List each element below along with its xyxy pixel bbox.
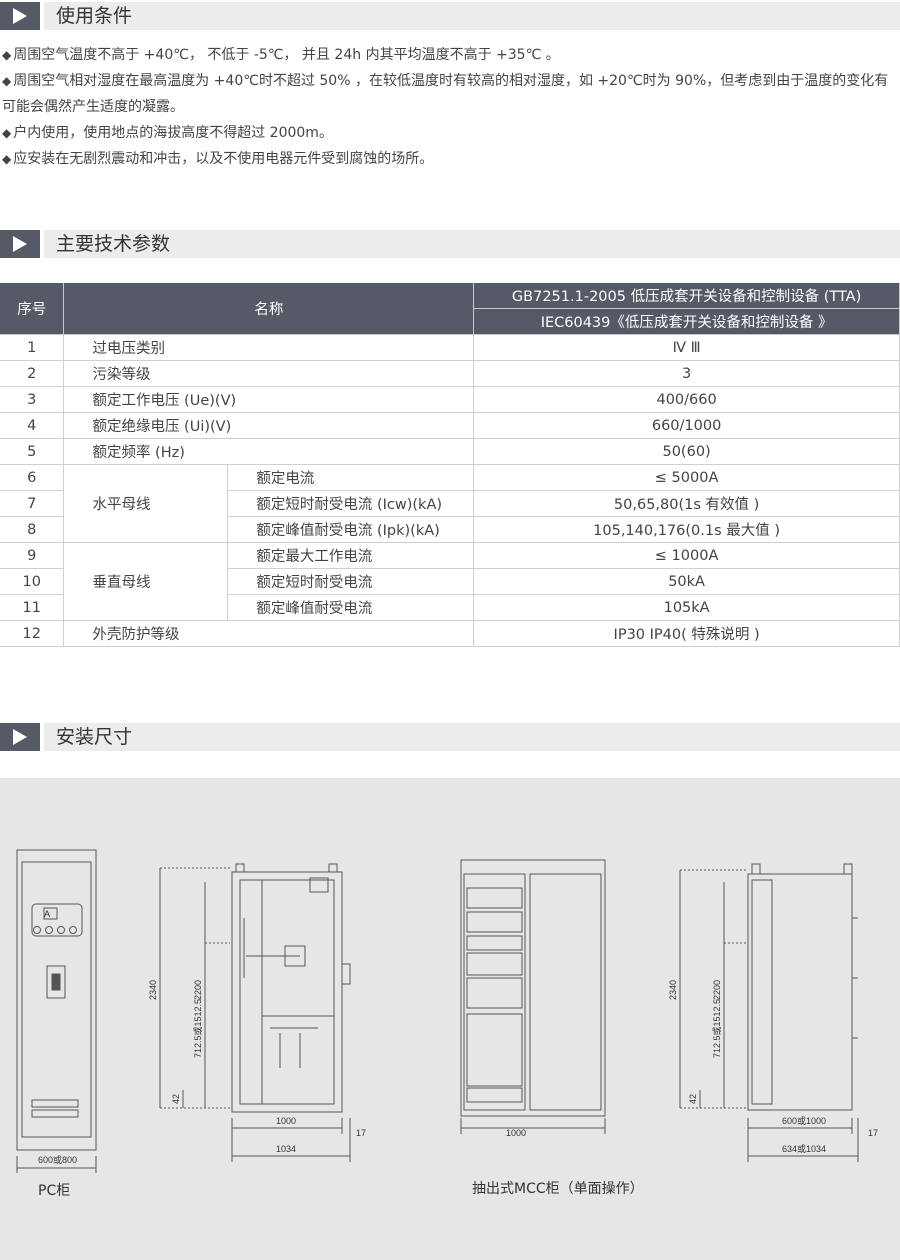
header-std-iec: IEC60439《低压成套开关设备和控制设备 》 <box>473 308 900 335</box>
dim-pc-2200: 2200 <box>193 980 203 1000</box>
drawing-area: A 600或800 1000 1034 17 1000 600或1000 634… <box>0 778 900 1260</box>
header-no: 序号 <box>0 283 65 335</box>
spec-table: 序号 名称 GB7251.1-2005 低压成套开关设备和控制设备 (TTA) … <box>0 283 900 647</box>
cabinet-drawings: A 600或800 1000 1034 17 1000 600或1000 634… <box>16 849 878 1173</box>
conditions-list: ◆周围空气温度不高于 +40℃， 不低于 -5℃， 并且 24h 内其平均温度不… <box>2 42 898 172</box>
label-a: A <box>44 909 50 919</box>
dim-mcc-2200: 2200 <box>712 980 722 1000</box>
dim-mcc-600-1000: 600或1000 <box>782 1115 826 1126</box>
mcc-front-view <box>460 859 606 1134</box>
group-label-horizontal: 水平母线 <box>63 464 229 543</box>
dim-mcc-7125: 712.5或1512.5 <box>711 999 722 1058</box>
condition-item: ◆周围空气温度不高于 +40℃， 不低于 -5℃， 并且 24h 内其平均温度不… <box>2 47 560 63</box>
mcc-side-view <box>679 863 859 1162</box>
table-row: 6 水平母线 额定电流 ≤ 5000A <box>0 464 900 543</box>
section-arrow-icon <box>0 230 40 258</box>
dim-mcc-1000: 1000 <box>506 1128 526 1138</box>
dim-pc-1034: 1034 <box>276 1144 296 1154</box>
mcc-caption: 抽出式MCC柜（单面操作） <box>472 1181 644 1197</box>
section-title: 安装尺寸 <box>56 726 133 748</box>
table-row: 9 垂直母线 额定最大工作电流 ≤ 1000A <box>0 542 900 621</box>
pc-side-view <box>159 863 351 1162</box>
table-row: 1 过电压类别 Ⅳ Ⅲ <box>0 334 900 361</box>
dim-pc-17: 17 <box>356 1128 366 1138</box>
dim-mcc-2340: 2340 <box>668 980 678 1000</box>
dim-mcc-42: 42 <box>688 1094 698 1104</box>
section-header-params: 主要技术参数 <box>0 230 900 258</box>
condition-item: ◆应安装在无剧烈震动和冲击，以及不使用电器元件受到腐蚀的场所。 <box>2 151 434 167</box>
dim-pc-width: 600或800 <box>38 1154 77 1165</box>
section-header-conditions: 使用条件 <box>0 2 900 30</box>
table-row: 4 额定绝缘电压 (Ui)(V) 660/1000 <box>0 412 900 439</box>
condition-item: ◆周围空气相对湿度在最高温度为 +40℃时不超过 50% ，在较低温度时有较高的… <box>2 73 889 115</box>
dim-pc-1000: 1000 <box>276 1116 296 1126</box>
diamond-bullet-icon: ◆ <box>2 152 12 166</box>
group-label-vertical: 垂直母线 <box>63 542 229 621</box>
pc-front-view <box>16 849 97 1173</box>
table-row: 8 额定峰值耐受电流 (Ipk)(kA) 105,140,176(0.1s 最大… <box>0 516 900 543</box>
section-arrow-icon <box>0 2 40 30</box>
diamond-bullet-icon: ◆ <box>2 74 12 88</box>
section-title: 主要技术参数 <box>56 233 171 255</box>
table-row: 3 额定工作电压 (Ue)(V) 400/660 <box>0 386 900 413</box>
header-name: 名称 <box>63 283 475 335</box>
dim-pc-2340: 2340 <box>148 980 158 1000</box>
table-row: 2 污染等级 3 <box>0 360 900 387</box>
dim-pc-42: 42 <box>171 1094 181 1104</box>
dim-mcc-17: 17 <box>868 1128 878 1138</box>
header-std-gb: GB7251.1-2005 低压成套开关设备和控制设备 (TTA) <box>473 283 900 309</box>
diamond-bullet-icon: ◆ <box>2 126 12 140</box>
dim-mcc-634-1034: 634或1034 <box>782 1143 826 1154</box>
section-header-install: 安装尺寸 <box>0 723 900 751</box>
section-title: 使用条件 <box>56 5 133 27</box>
table-row: 5 额定频率 (Hz) 50(60) <box>0 438 900 465</box>
diamond-bullet-icon: ◆ <box>2 48 12 62</box>
dim-pc-7125: 712.5或1512.5 <box>192 999 203 1058</box>
pc-caption: PC柜 <box>38 1183 71 1199</box>
condition-item: ◆户内使用，使用地点的海拔高度不得超过 2000m。 <box>2 125 333 141</box>
table-row: 12 外壳防护等级 IP30 IP40( 特殊说明 ) <box>0 620 900 647</box>
section-arrow-icon <box>0 723 40 751</box>
